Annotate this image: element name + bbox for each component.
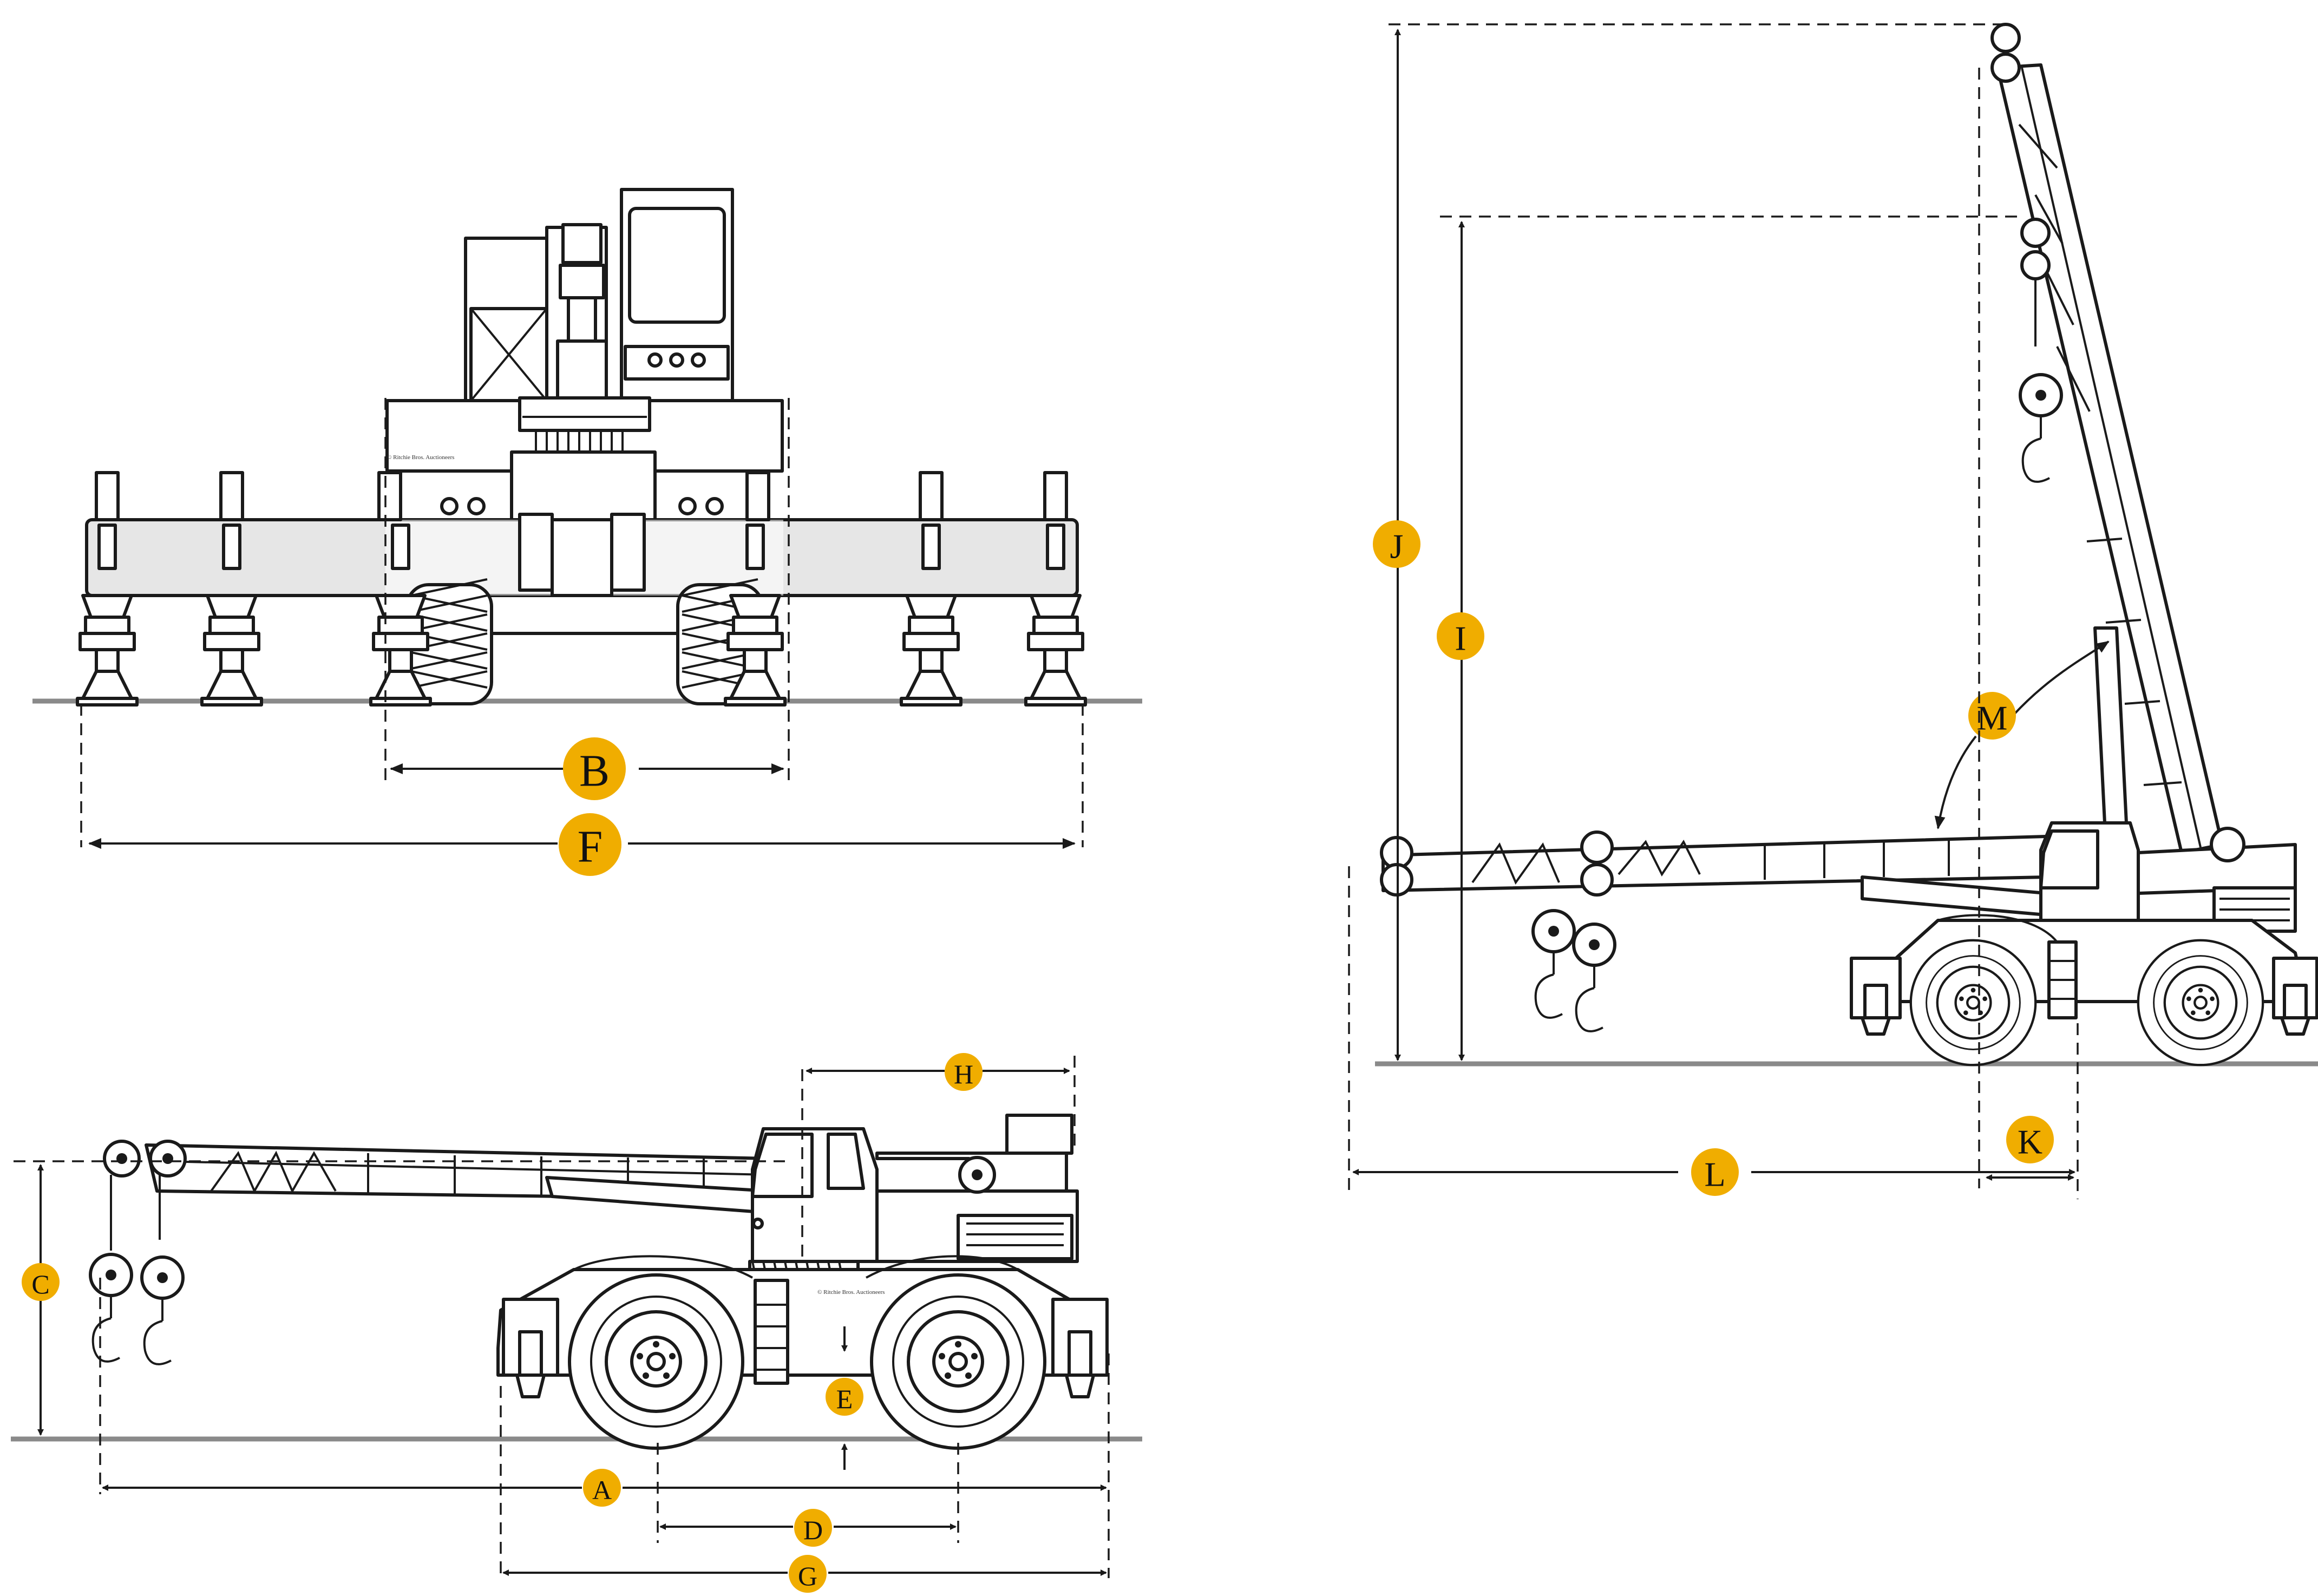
label-L: L bbox=[1704, 1155, 1725, 1194]
side-view-raised: J I M K L bbox=[1348, 23, 2318, 1199]
label-H: H bbox=[954, 1059, 973, 1089]
label-J: J bbox=[1390, 527, 1404, 566]
label-I: I bbox=[1455, 619, 1466, 658]
badge-A bbox=[583, 1469, 621, 1507]
boom-stowed-ghost bbox=[1381, 835, 2048, 892]
label-K: K bbox=[2018, 1123, 2042, 1161]
badge-K bbox=[2006, 1116, 2054, 1163]
label-B: B bbox=[579, 746, 610, 796]
badge-L bbox=[1691, 1148, 1739, 1196]
label-M: M bbox=[1977, 699, 2008, 737]
label-E: E bbox=[836, 1384, 853, 1414]
badge-C bbox=[22, 1263, 60, 1301]
side-view-stowed: © Ritchie Bros. Auctioneers C H E A D bbox=[11, 1053, 1142, 1593]
badge-F bbox=[559, 813, 621, 876]
credit-side: © Ritchie Bros. Auctioneers bbox=[817, 1289, 885, 1296]
badge-M bbox=[1968, 692, 2016, 740]
badge-J bbox=[1373, 520, 1420, 568]
label-A: A bbox=[592, 1475, 612, 1505]
label-D: D bbox=[803, 1515, 823, 1545]
cab-window bbox=[628, 207, 726, 324]
badge-B bbox=[563, 737, 626, 800]
badge-G bbox=[789, 1555, 827, 1593]
front-view: © Ritchie Bros. Auctioneers B F bbox=[32, 188, 1142, 876]
badge-I bbox=[1437, 612, 1484, 660]
badge-D bbox=[794, 1509, 832, 1547]
label-C: C bbox=[31, 1269, 49, 1299]
label-F: F bbox=[578, 822, 603, 872]
label-G: G bbox=[798, 1561, 817, 1591]
credit-front: © Ritchie Bros. Auctioneers bbox=[387, 454, 454, 461]
badge-H bbox=[945, 1053, 983, 1091]
badge-E bbox=[826, 1378, 863, 1416]
